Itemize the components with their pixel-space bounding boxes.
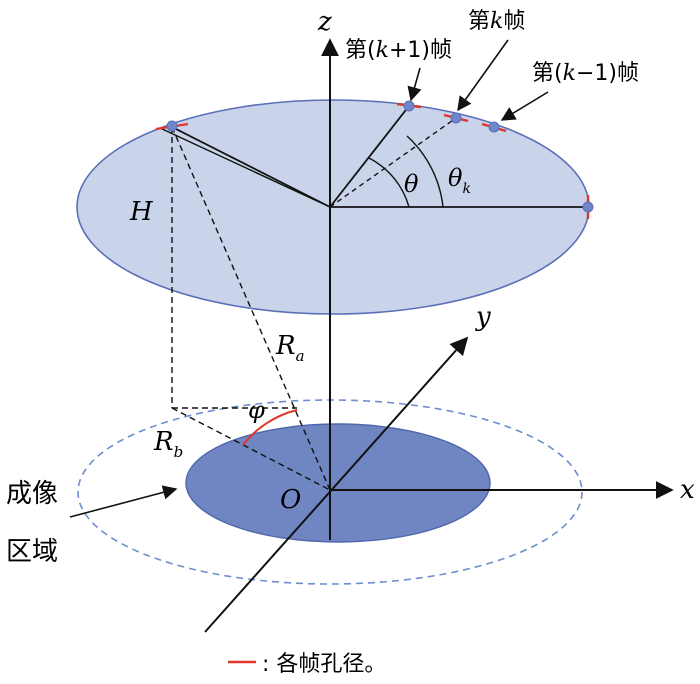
imaging-area-label-line1: 成像 xyxy=(6,479,58,509)
frame-current-label: 第k帧 xyxy=(468,9,525,34)
phi-arc xyxy=(242,409,298,446)
phi-label: φ xyxy=(248,396,265,424)
origin-label: O xyxy=(280,485,301,515)
y-axis xyxy=(204,336,469,633)
imaging-area-label-line2: 区域 xyxy=(6,537,58,567)
frame-next-label: 第(k+1)帧 xyxy=(345,38,452,63)
point-current-frame xyxy=(450,112,462,124)
rim-points xyxy=(166,100,594,213)
theta-label: θ xyxy=(404,170,419,198)
legend-text: : 各帧孔径。 xyxy=(262,652,386,677)
axis-y-label: y xyxy=(475,302,491,332)
point-next-frame xyxy=(403,100,415,112)
point-left xyxy=(166,120,178,132)
ra-dashed-line xyxy=(171,126,331,491)
arrow-next-frame xyxy=(407,67,422,102)
axis-z-label: z xyxy=(317,7,332,37)
arrow-prev-frame xyxy=(500,91,549,121)
point-right xyxy=(582,201,594,213)
radius-line-current-frame xyxy=(329,117,457,208)
theta-k-arc xyxy=(406,135,444,208)
arrow-current-frame xyxy=(457,39,509,112)
frame-prev-label: 第(k−1)帧 xyxy=(532,61,639,86)
arrow-imaging-area xyxy=(69,485,178,518)
point-prev-frame xyxy=(488,121,500,133)
ra-label: Ra xyxy=(275,331,305,365)
axis-x-label: x xyxy=(680,475,695,505)
radius-line-next-frame xyxy=(329,105,410,208)
theta-k-label: θk xyxy=(448,164,471,197)
rb-label: Rb xyxy=(153,427,183,461)
radius-line-left xyxy=(171,126,331,208)
theta-arc xyxy=(368,157,410,208)
radius-line-extra xyxy=(159,127,331,208)
h-label: H xyxy=(129,197,154,227)
